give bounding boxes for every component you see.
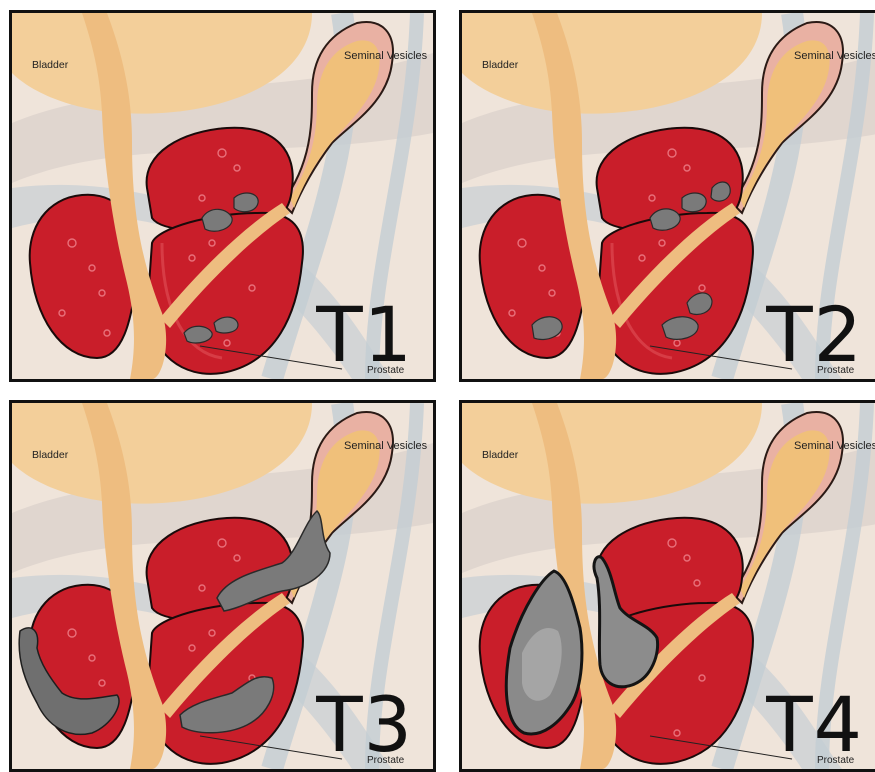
stage-label: T2 [766,297,863,373]
stage-label: T3 [316,687,413,763]
stage-label: T4 [766,687,863,763]
panel-t3: Bladder Seminal Vesicles Prostate T3 [9,400,436,772]
seminal-vesicles-label: Seminal Vesicles [344,439,434,453]
seminal-vesicles-label: Seminal Vesicles [344,49,434,63]
bladder-label: Bladder [482,59,518,71]
prostate [480,128,753,374]
seminal-vesicles-label: Seminal Vesicles [794,49,875,63]
bladder-label: Bladder [32,449,68,461]
bladder-label: Bladder [482,449,518,461]
bladder-label: Bladder [32,59,68,71]
stage-label: T1 [316,297,413,373]
prostate [30,128,303,374]
panel-t2: Bladder Seminal Vesicles Prostate T2 [459,10,875,382]
seminal-vesicles-label: Seminal Vesicles [794,439,875,453]
panel-t1: Bladder Seminal Vesicles Prostate T1 [9,10,436,382]
panel-t4: Bladder Seminal Vesicles Prostate T4 [459,400,875,772]
